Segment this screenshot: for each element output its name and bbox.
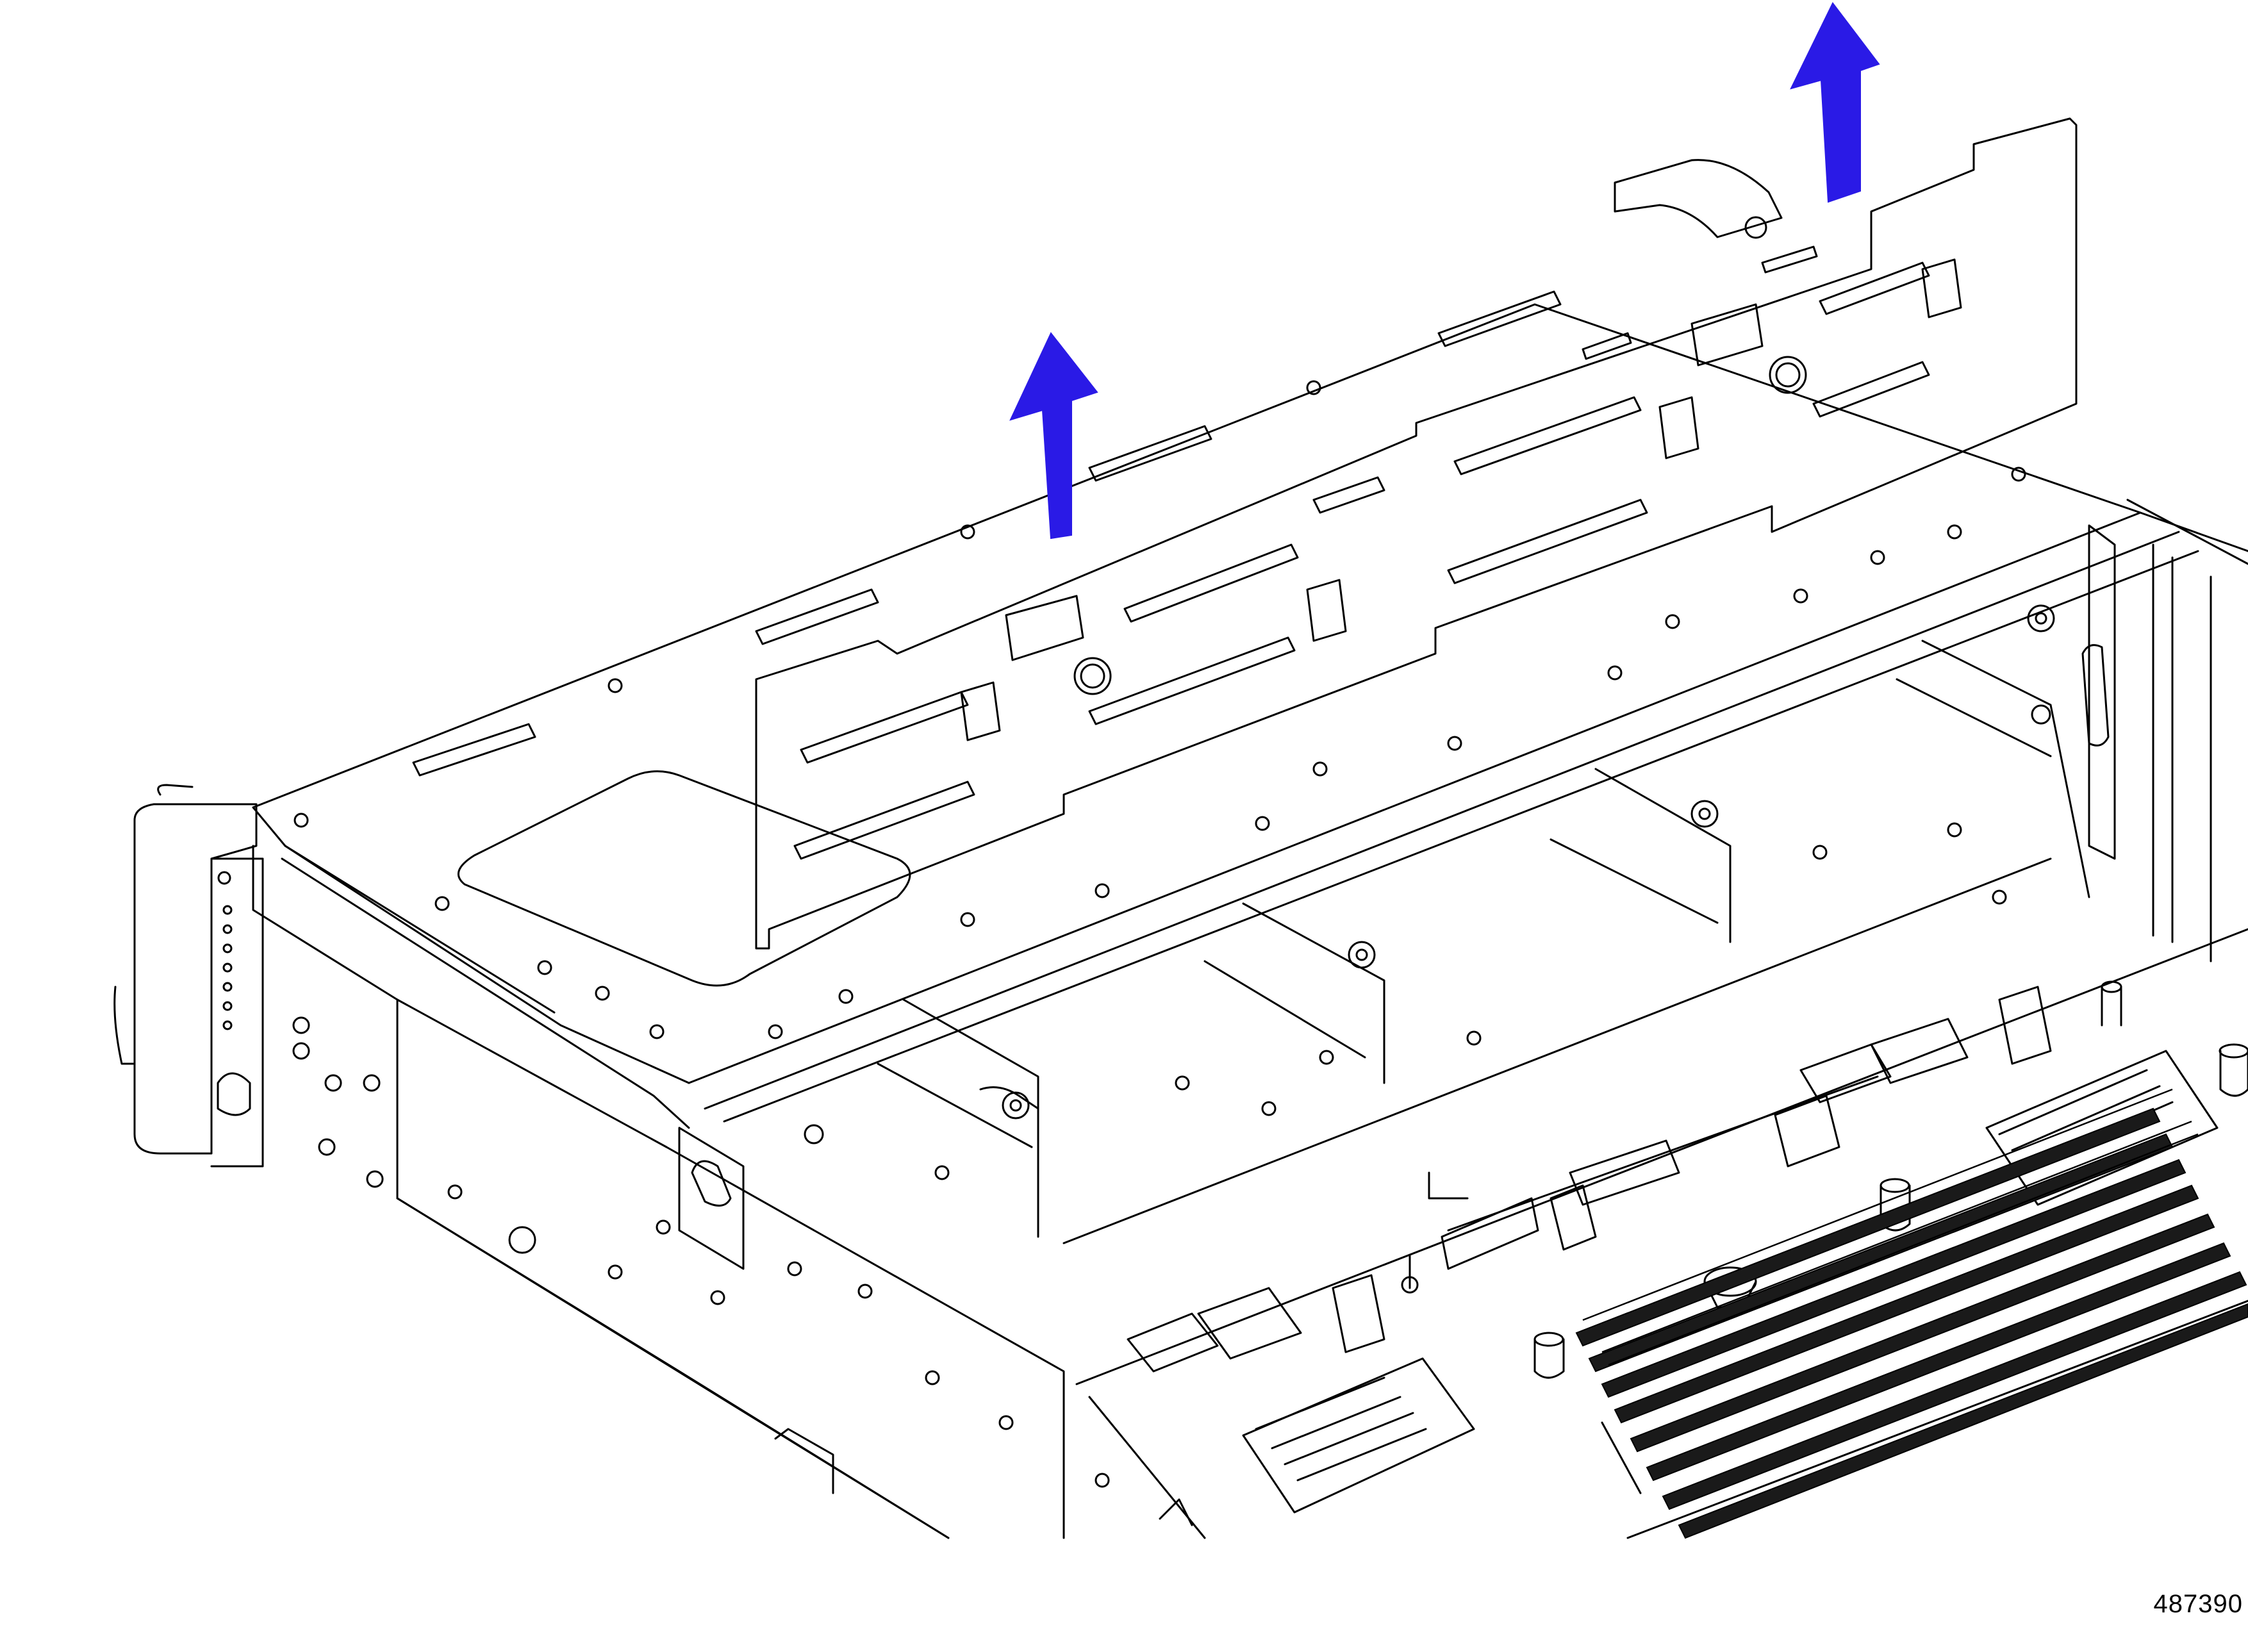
drive-bay-dividers (804, 499, 2248, 1244)
midplane-board (755, 117, 2078, 950)
motherboard (1075, 928, 2248, 1539)
chassis-body (113, 290, 2248, 1539)
up-arrow-icon (1009, 332, 1098, 540)
dimm-latches (1582, 1088, 2199, 1366)
figure-id-label: 487390 (2153, 1590, 2243, 1618)
dimm-slots (1575, 1107, 2248, 1539)
up-arrow-icon (1790, 2, 1880, 203)
